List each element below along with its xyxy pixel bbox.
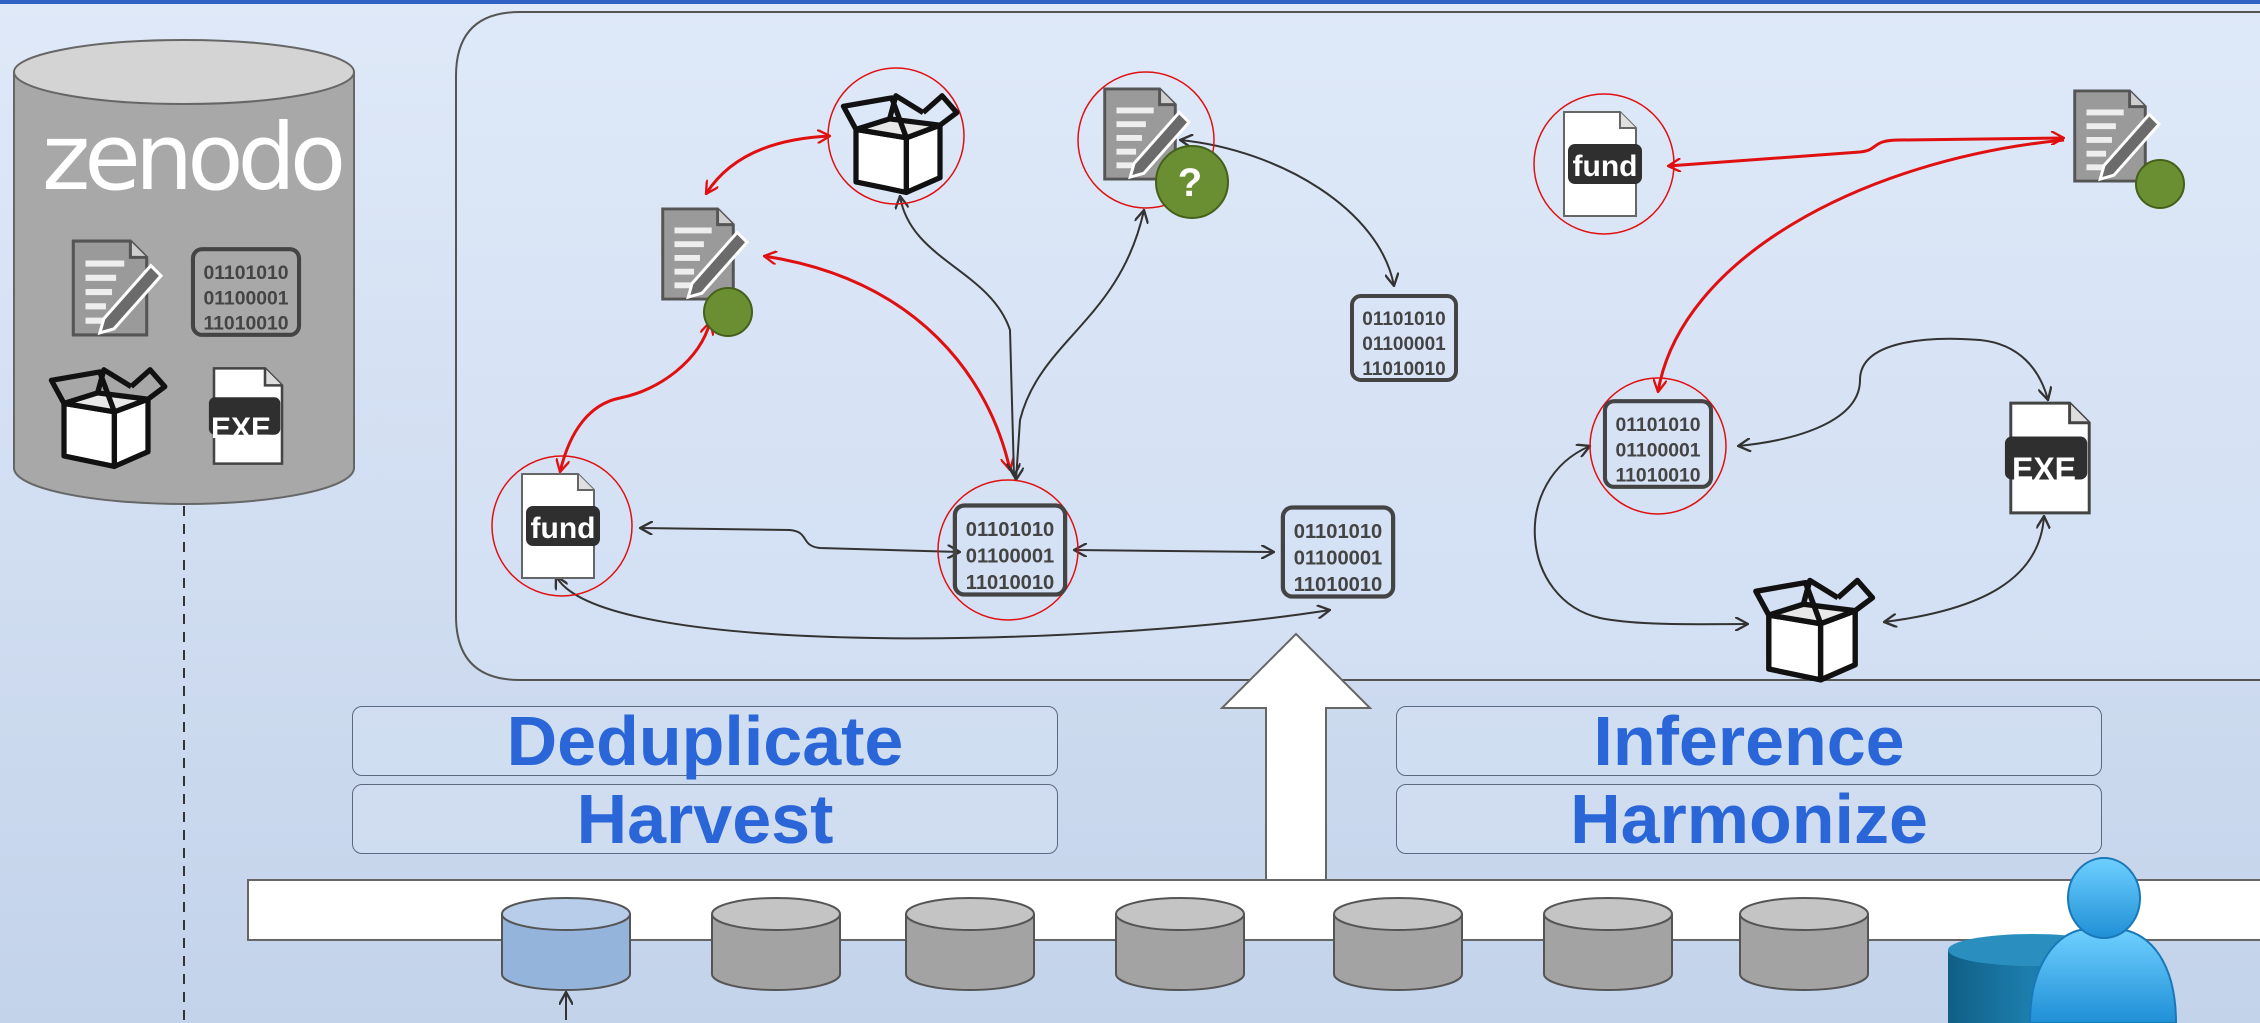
source-cylinder-4 [1115, 897, 1245, 991]
edge-dataset-software-right [1533, 446, 1748, 624]
user-person-icon [2028, 857, 2178, 1023]
exe-node-right-label: EXE [2012, 451, 2076, 487]
edge-software-publication [706, 136, 830, 194]
harvest-label: Harvest [352, 784, 1058, 854]
fund-node-right-label: fund [1573, 150, 1638, 183]
source-cylinder-3 [905, 897, 1035, 991]
edge-unknown-binary [1180, 140, 1394, 286]
source-cylinder-6 [1543, 897, 1673, 991]
zenodo-exe-label: EXE [211, 412, 271, 445]
inference-label: Inference [1396, 706, 2102, 776]
pipeline-up-arrow [1219, 632, 1373, 881]
fund-node-label: fund [531, 512, 596, 545]
edge-publication-fund [560, 322, 710, 472]
source-cylinder-1 [501, 897, 631, 991]
edge-dataset-dataset [1074, 550, 1274, 552]
zenodo-logo: zenodo [42, 104, 346, 211]
far-dataset-node-icon [1283, 507, 1393, 596]
edge-fund-publication-right [1668, 138, 2064, 166]
edge-fund-far-dataset [556, 576, 1330, 640]
dataset-node-icon [955, 505, 1065, 594]
dataset-node-right-highlight [1589, 377, 1727, 515]
binary-node-top [1350, 294, 1458, 382]
unknown-mark: ? [1178, 161, 1202, 205]
source-cylinder-7 [1739, 897, 1869, 991]
source-cylinder-5 [1333, 897, 1463, 991]
publication-right-status-dot [2135, 159, 2185, 209]
deduplicate-label: Deduplicate [352, 706, 1058, 776]
top-accent-bar [0, 0, 2260, 4]
dataset-node-highlight [937, 479, 1079, 621]
edge-dataset-exe-right [1738, 337, 2048, 446]
harmonize-label: Harmonize [1396, 784, 2102, 854]
edge-software-dataset [900, 196, 1014, 476]
software-node-highlight [827, 67, 965, 205]
fund-node-highlight [491, 455, 633, 597]
edge-publication-dataset-right [1658, 138, 2065, 392]
zenodo-dataset-icon [193, 249, 299, 335]
publication-status-dot [703, 287, 753, 337]
fund-node-right-highlight [1533, 93, 1675, 235]
unknown-status-dot [1155, 145, 1229, 219]
edge-unknown-dataset [1016, 210, 1144, 480]
source-cylinder-2 [711, 897, 841, 991]
unknown-publication-highlight [1077, 71, 1215, 209]
dataset-node-right-icon [1605, 401, 1711, 487]
edge-software-exe-right [1884, 516, 2044, 622]
edge-fund-dataset [640, 528, 960, 552]
